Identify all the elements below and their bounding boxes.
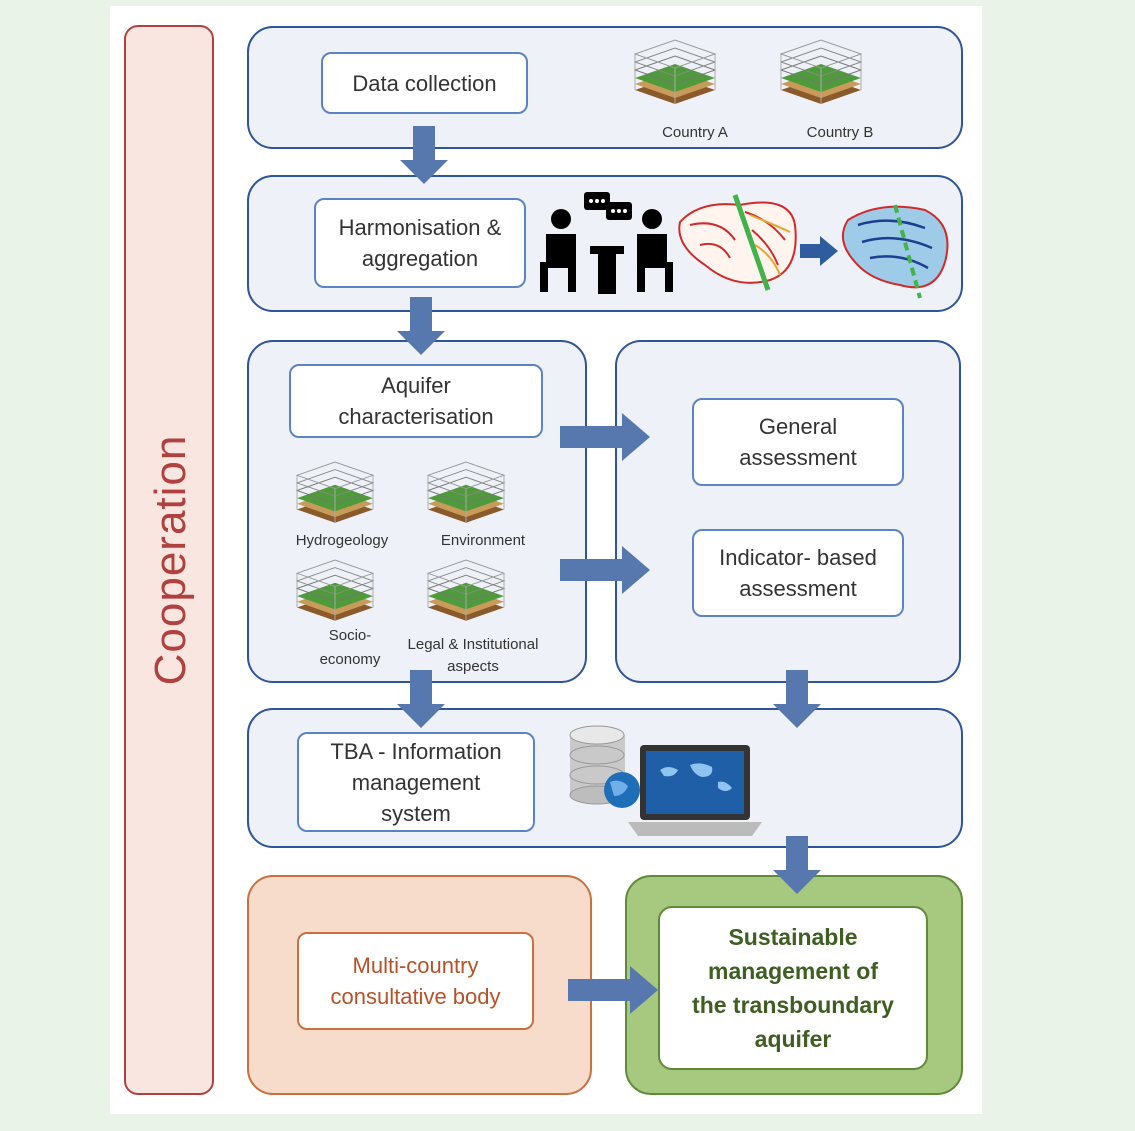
arrow-right-indicator <box>560 546 650 594</box>
legal-label-line2: aspects <box>447 658 499 675</box>
multi-label-line1: Multi-country <box>352 953 479 978</box>
harmonised-map-icon <box>841 204 949 299</box>
sustainable-label-line3: the transboundary <box>692 992 894 1018</box>
hydrogeology-label: Hydrogeology <box>295 532 389 549</box>
split-map-icon <box>678 194 797 291</box>
legal-layers-icon <box>427 559 505 622</box>
arrow-right-general <box>560 413 650 461</box>
general-assessment-box: General assessment <box>692 398 904 486</box>
hydrogeology-layers-icon <box>296 461 374 524</box>
tba-label-line2: management <box>351 769 481 795</box>
indicator-label-line2: assessment <box>739 576 857 601</box>
multi-label-line2: consultative body <box>330 984 501 1009</box>
legal-label-line1: Legal & Institutional <box>407 636 539 653</box>
harmonisation-box: Harmonisation & aggregation <box>314 198 526 288</box>
cooperation-bar <box>124 25 214 1095</box>
country-a-label: Country A <box>662 124 728 141</box>
aquifer-label-line2: characterisation <box>338 404 494 429</box>
socio-economy-layers-icon <box>296 559 374 622</box>
assessment-lane <box>615 340 961 683</box>
harmonisation-label-line1: Harmonisation & <box>338 215 502 240</box>
sustainable-label-line2: management of <box>708 958 878 984</box>
laptop-icon <box>628 745 762 836</box>
arrow-right-sustainable <box>568 966 658 1014</box>
aquifer-characterisation-box: Aquifer characterisation <box>289 364 543 438</box>
tba-label-line1: TBA - Information <box>330 738 502 764</box>
country-b-layers-icon <box>780 39 862 105</box>
arrow-down-3 <box>397 670 445 728</box>
harmonisation-label-line2: aggregation <box>361 246 479 271</box>
sustainable-management-box: Sustainable management of the transbound… <box>658 906 928 1070</box>
indicator-assessment-box: Indicator- based assessment <box>692 529 904 617</box>
socio-label-line1: Socio- <box>328 627 372 644</box>
socio-label-line2: economy <box>319 651 381 668</box>
meeting-icon <box>540 192 673 294</box>
information-system-box: TBA - Information management system <box>297 732 535 832</box>
country-a-layers-icon <box>634 39 716 105</box>
sustainable-label-line4: aquifer <box>754 1026 832 1052</box>
environment-layers-icon <box>427 461 505 524</box>
socio-economy-label: Socio- economy <box>300 627 400 669</box>
arrow-down-1 <box>400 126 448 184</box>
data-collection-label: Data collection <box>352 70 497 96</box>
country-b-label: Country B <box>806 124 874 141</box>
globe-icon <box>604 772 640 808</box>
arrow-down-2 <box>397 297 445 355</box>
aquifer-label-line1: Aquifer <box>381 373 451 398</box>
consultative-body-box: Multi-country consultative body <box>297 932 534 1030</box>
legal-institutional-label: Legal & Institutional aspects <box>388 636 558 676</box>
indicator-label-line1: Indicator- based <box>719 545 877 570</box>
data-collection-box: Data collection <box>321 52 528 114</box>
general-label-line1: General <box>758 414 838 439</box>
sustainable-label-line1: Sustainable <box>728 924 858 950</box>
general-label-line2: assessment <box>739 445 857 470</box>
map-transform-arrow-icon <box>800 236 838 266</box>
tba-label-line3: system <box>381 800 451 826</box>
arrow-down-5 <box>773 836 821 894</box>
arrow-down-4 <box>773 670 821 728</box>
environment-label: Environment <box>440 532 526 549</box>
